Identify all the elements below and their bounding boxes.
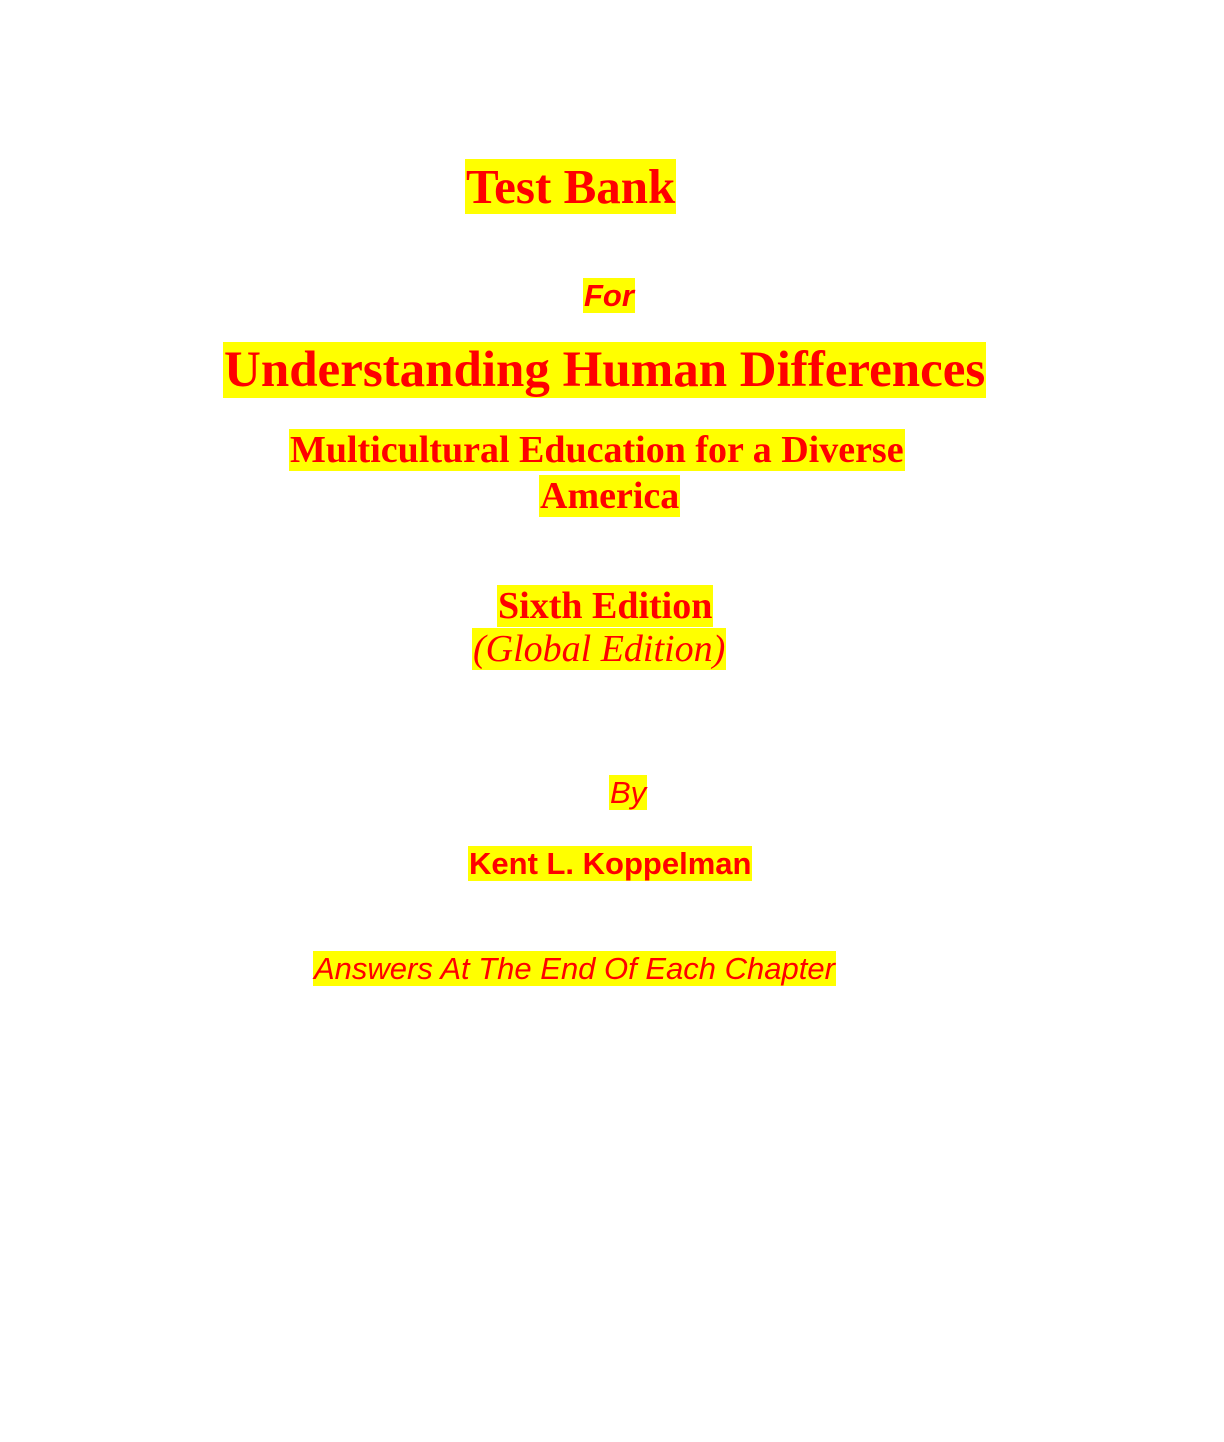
book-subtitle-line-2: America bbox=[539, 475, 681, 517]
test-bank-heading-text: Test Bank bbox=[465, 159, 677, 214]
edition-label-text: Sixth Edition bbox=[497, 585, 714, 627]
book-subtitle-line-1: Multicultural Education for a Diverse bbox=[289, 429, 905, 471]
book-subtitle-line-1-text: Multicultural Education for a Diverse bbox=[289, 429, 905, 471]
book-subtitle-line-2-text: America bbox=[539, 475, 681, 517]
author-name-text: Kent L. Koppelman bbox=[468, 846, 753, 881]
by-label-text: By bbox=[609, 775, 648, 810]
for-label: For bbox=[583, 278, 635, 313]
edition-variant-label: (Global Edition) bbox=[472, 628, 727, 670]
edition-label: Sixth Edition bbox=[497, 585, 714, 627]
answers-note: Answers At The End Of Each Chapter bbox=[313, 951, 836, 986]
edition-variant-label-text: (Global Edition) bbox=[472, 628, 727, 670]
book-title: Understanding Human Differences bbox=[223, 342, 987, 398]
author-name: Kent L. Koppelman bbox=[468, 846, 753, 881]
answers-note-text: Answers At The End Of Each Chapter bbox=[313, 951, 836, 986]
test-bank-heading: Test Bank bbox=[465, 159, 677, 214]
for-label-text: For bbox=[583, 278, 635, 313]
book-title-text: Understanding Human Differences bbox=[223, 342, 987, 398]
by-label: By bbox=[609, 775, 648, 810]
